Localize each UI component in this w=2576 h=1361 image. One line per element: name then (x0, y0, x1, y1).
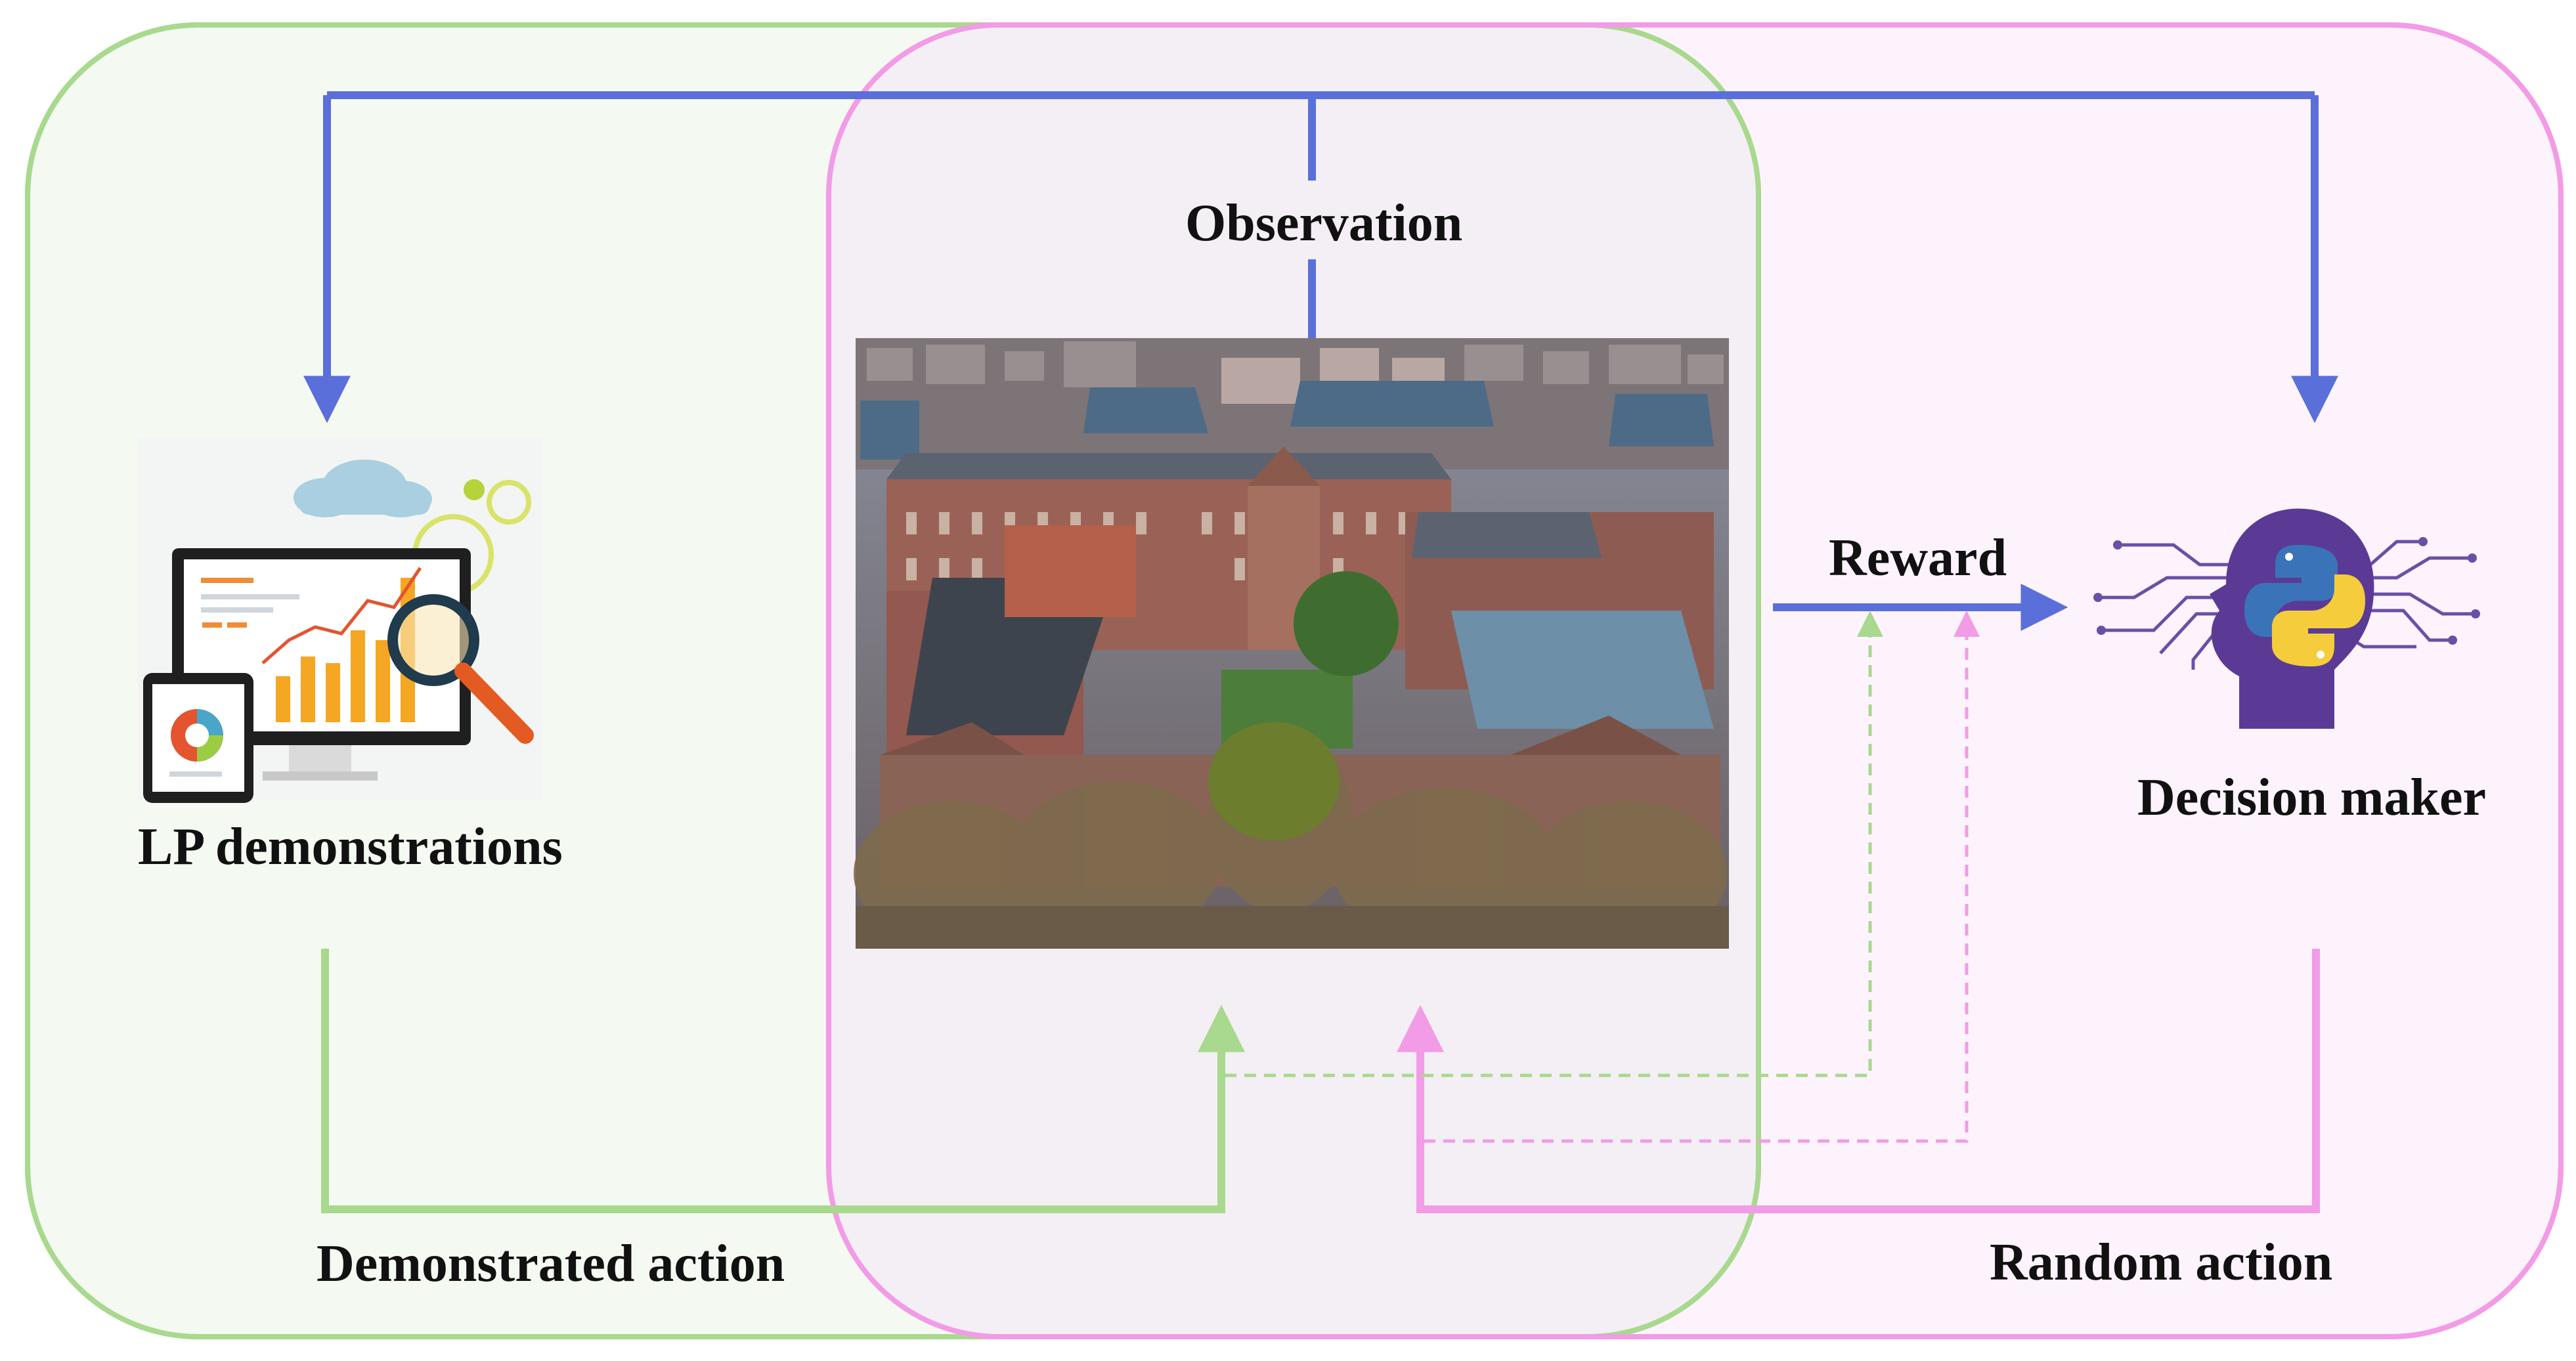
demonstrated-action-arrow (321, 949, 1245, 1213)
random-action-label: Random action (1990, 1234, 2333, 1291)
observation-photo (854, 338, 1729, 949)
demonstration-feedback-dashed (1225, 611, 1883, 1077)
random-feedback-dashed (1424, 611, 1980, 1143)
random-action-arrow (1397, 949, 2320, 1213)
lp-demonstrations-label: LP demonstrations (138, 818, 563, 876)
analytics-dashboard-icon (138, 439, 542, 803)
python-head-icon (2093, 508, 2480, 729)
observation-arrows (303, 91, 2338, 423)
reward-label: Reward (1829, 529, 2007, 587)
demonstrated-action-label: Demonstrated action (317, 1235, 785, 1293)
observation-label: Observation (1185, 194, 1463, 252)
pink-region-border (826, 22, 2564, 1339)
green-region-border (25, 22, 1761, 1339)
decision-maker-label: Decision maker (2137, 769, 2487, 827)
